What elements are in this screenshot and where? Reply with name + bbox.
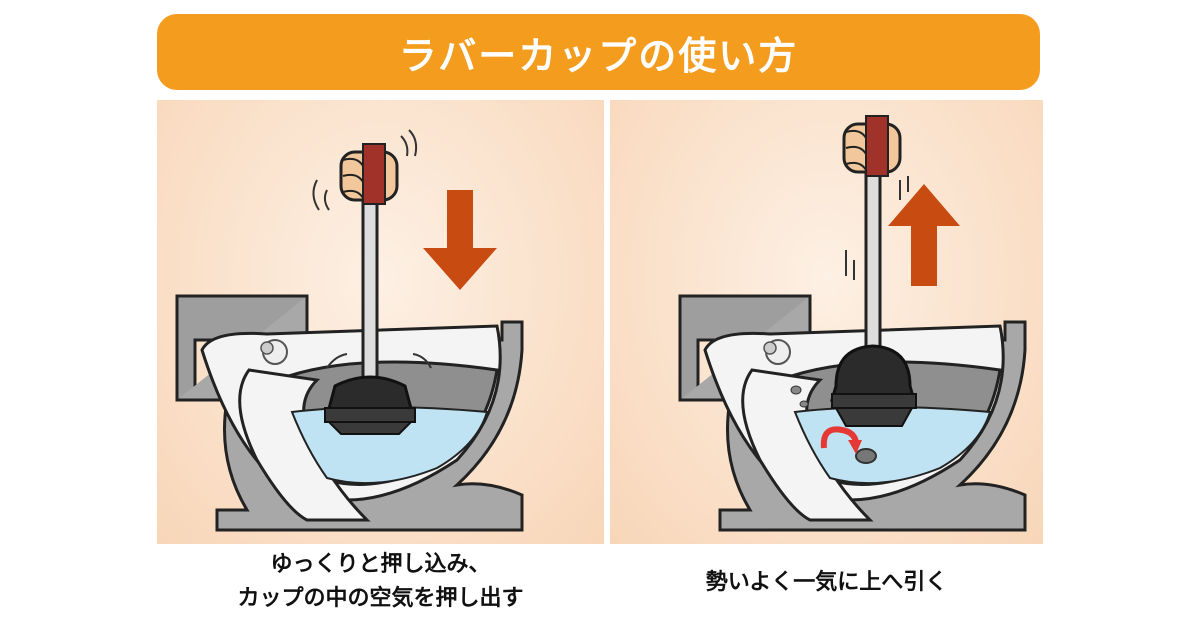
plunger-icon — [324, 198, 416, 435]
arrow-down-icon — [423, 190, 497, 290]
swirl-arrowhead-icon — [848, 440, 862, 454]
swirl-arrow-icon — [820, 426, 859, 449]
motion-lines-icon — [312, 129, 432, 369]
title-banner: ラバーカップの使い方 — [157, 14, 1040, 90]
plunger-icon — [830, 170, 917, 427]
step-1-caption-line-1: ゆっくりと押し込み、 — [270, 552, 491, 577]
step-1-caption: ゆっくりと押し込み、 カップの中の空気を押し出す — [157, 548, 604, 616]
motion-lines-icon — [845, 176, 909, 280]
hand-icon — [842, 115, 902, 177]
hand-icon — [339, 143, 399, 205]
page-title: ラバーカップの使い方 — [398, 33, 799, 78]
step-2-caption: 勢いよく一気に上へ引く — [610, 566, 1043, 600]
step-1-caption-line-2: カップの中の空気を押し出す — [237, 586, 524, 611]
step-2-illustration — [610, 100, 1043, 544]
toilet-pull-scene — [678, 115, 1027, 532]
toilet-push-scene — [175, 129, 524, 532]
step-2-caption-line-1: 勢いよく一気に上へ引く — [705, 570, 948, 595]
step-1-illustration — [157, 100, 604, 544]
arrow-up-icon — [888, 184, 960, 286]
